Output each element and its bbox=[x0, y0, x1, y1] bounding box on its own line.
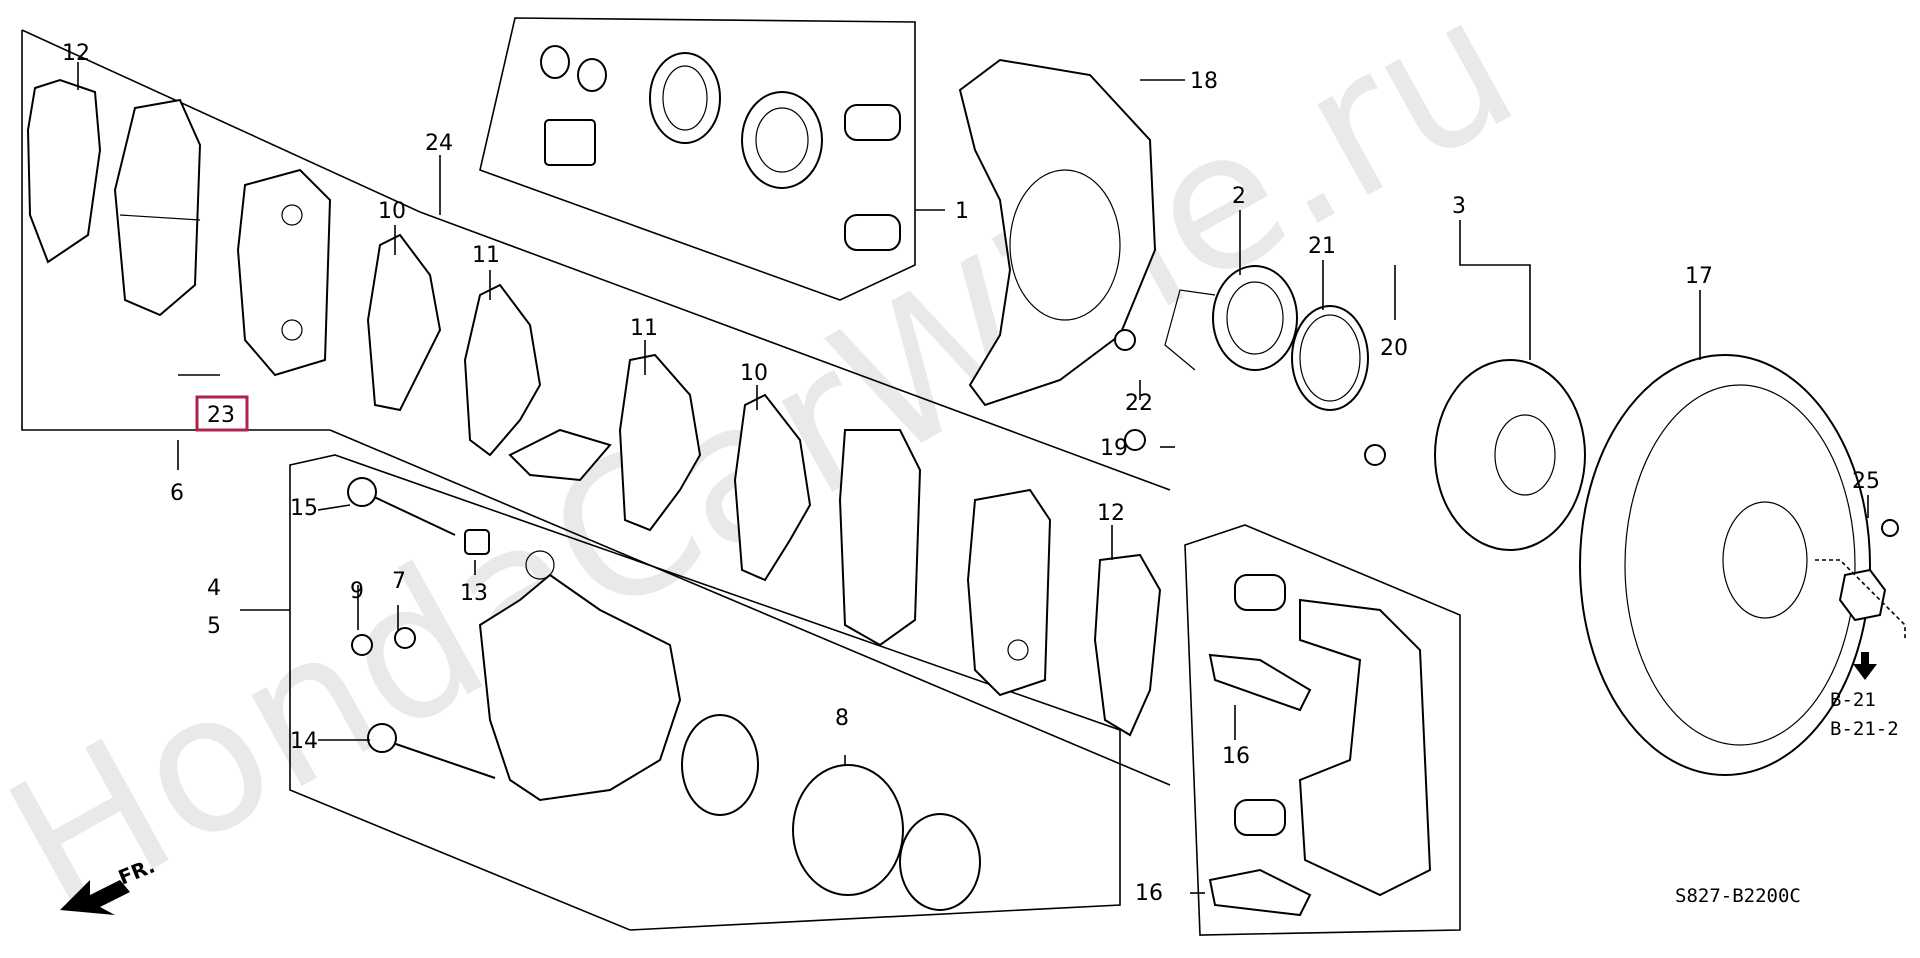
shim-11a bbox=[463, 283, 542, 457]
caliper-bracket bbox=[1208, 574, 1432, 917]
callout-17: 17 bbox=[1685, 264, 1713, 289]
callout-8: 8 bbox=[835, 706, 849, 731]
callout-19: 19 bbox=[1100, 436, 1128, 461]
grease-packet bbox=[508, 428, 612, 482]
callout-13: 13 bbox=[460, 581, 488, 606]
seal-kit-parts bbox=[540, 45, 901, 251]
callout-16b: 16 bbox=[1135, 881, 1163, 906]
bracket-box bbox=[1184, 524, 1461, 936]
callout-16a: 16 bbox=[1222, 744, 1250, 769]
shim-10b bbox=[733, 393, 812, 582]
callout-6: 6 bbox=[170, 481, 184, 506]
diagram-code: S827-B2200C bbox=[1675, 885, 1801, 907]
brake-disc bbox=[1579, 354, 1871, 776]
ref-label-b21: B-21 bbox=[1830, 689, 1876, 711]
callout-23-box bbox=[195, 395, 249, 432]
callout-22: 22 bbox=[1125, 391, 1153, 416]
callout-15: 15 bbox=[290, 496, 318, 521]
callout-10a: 10 bbox=[378, 199, 406, 224]
hub-bearing bbox=[1164, 265, 1298, 371]
brake-pad-outer bbox=[113, 98, 202, 317]
callouts: 12 24 10 11 11 10 12 1 18 2 21 3 20 17 2… bbox=[62, 41, 1880, 906]
seal-kit-box bbox=[479, 17, 945, 301]
callout-4: 4 bbox=[207, 576, 221, 601]
bolts bbox=[347, 329, 1899, 779]
caliper-body bbox=[478, 550, 682, 802]
callout-9: 9 bbox=[350, 579, 364, 604]
wheel-hub bbox=[1434, 359, 1586, 551]
callout-7: 7 bbox=[392, 569, 406, 594]
splash-guard bbox=[958, 58, 1157, 407]
callout-14: 14 bbox=[290, 729, 318, 754]
ref-arrow bbox=[1853, 652, 1877, 680]
brake-pad-inner bbox=[236, 168, 332, 377]
brake-pad-mid bbox=[838, 429, 922, 647]
callout-20: 20 bbox=[1380, 336, 1408, 361]
brake-pad-right bbox=[966, 488, 1052, 697]
shim-10a bbox=[366, 233, 442, 412]
callout-11b: 11 bbox=[630, 316, 658, 341]
outer-shim-12 bbox=[1093, 553, 1162, 737]
callout-3: 3 bbox=[1452, 194, 1466, 219]
callout-12a: 12 bbox=[62, 41, 90, 66]
snap-ring bbox=[1291, 305, 1369, 411]
caliper-box bbox=[240, 454, 1121, 931]
callout-2: 2 bbox=[1232, 184, 1246, 209]
callout-18: 18 bbox=[1190, 69, 1218, 94]
ref-label-b21-2: B-21-2 bbox=[1830, 718, 1899, 740]
leader-lines bbox=[77, 62, 1869, 894]
callout-1: 1 bbox=[955, 199, 969, 224]
caliper-piston bbox=[681, 714, 981, 911]
callout-23: 23 bbox=[207, 403, 235, 428]
callout-21: 21 bbox=[1308, 234, 1336, 259]
callout-11a: 11 bbox=[472, 243, 500, 268]
shim-11b bbox=[618, 353, 702, 532]
inner-shim-12 bbox=[26, 78, 102, 264]
hub-nut bbox=[1815, 559, 1906, 640]
callout-5: 5 bbox=[207, 614, 221, 639]
callout-24: 24 bbox=[425, 131, 453, 156]
callout-10b: 10 bbox=[740, 361, 768, 386]
callout-25: 25 bbox=[1852, 469, 1880, 494]
callout-12b: 12 bbox=[1097, 501, 1125, 526]
